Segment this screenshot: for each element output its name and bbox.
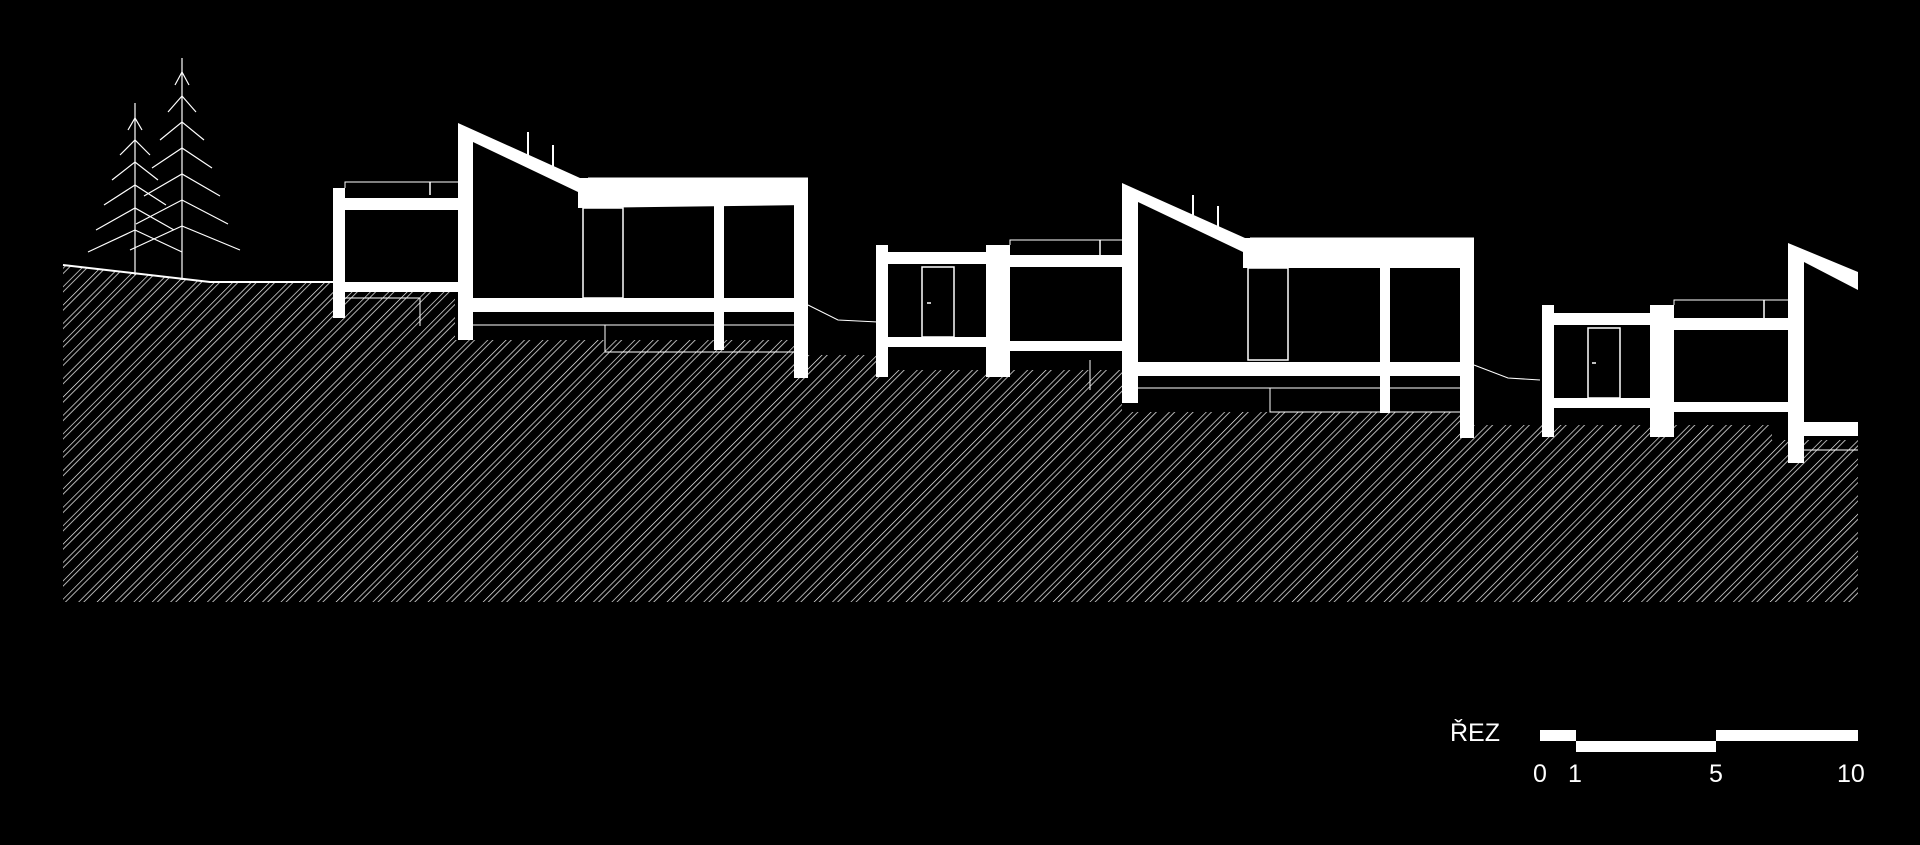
scale-bar [1540,730,1858,752]
ground-hatch [63,265,1858,602]
scale-tick-10: 10 [1837,760,1865,788]
house-1-flat-wing [333,181,458,326]
house-3-box [1542,305,1662,437]
section-title: ŘEZ [1450,719,1500,747]
scale-tick-0: 0 [1533,760,1547,788]
house-1-section [333,123,879,378]
tree-left [87,103,183,275]
house-1-main [458,123,879,378]
house-3-main-partial [1788,243,1858,463]
tree-right [129,58,241,280]
ground-line [62,264,335,283]
house-2-main [1122,183,1541,438]
scale-tick-1: 1 [1568,760,1582,788]
scale-tick-5: 5 [1709,760,1723,788]
house-2-box [876,245,998,377]
house-3-flat-wing [1662,299,1788,437]
house-2-flat-wing [998,239,1122,390]
house-2-section [876,183,1541,438]
house-3-section [1542,243,1858,463]
